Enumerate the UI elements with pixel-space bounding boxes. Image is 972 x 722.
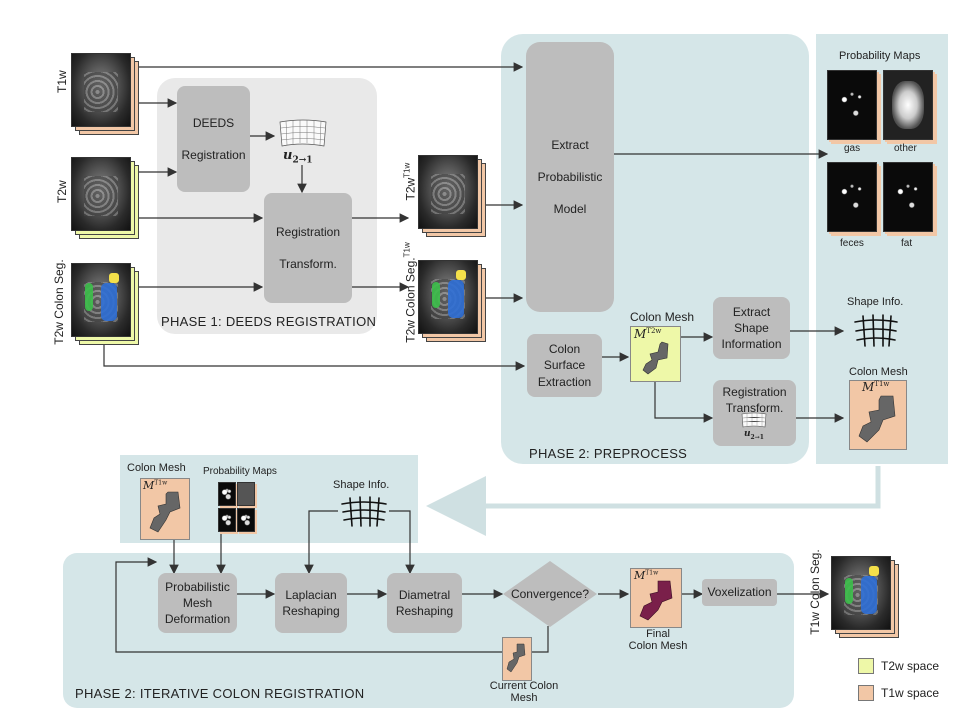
extract-shape-information-box: Extract Shape Information bbox=[713, 297, 790, 359]
convergence-diamond bbox=[503, 561, 597, 627]
probability-maps-title: Probability Maps bbox=[839, 50, 921, 62]
legend-t2w-swatch bbox=[858, 658, 874, 674]
registration-transform-2-box: Registration Transform. bbox=[713, 380, 796, 446]
seg-registered-image bbox=[418, 260, 486, 342]
phase3-prob-map-1 bbox=[218, 482, 236, 506]
deformation-field-icon bbox=[279, 119, 327, 147]
phase3-shape-info-icon bbox=[341, 496, 387, 527]
legend-t1w-label: T1w space bbox=[881, 686, 940, 700]
phase3-probability-maps-title: Probability Maps bbox=[203, 466, 277, 477]
u-2to1-label: u2→1 bbox=[283, 148, 313, 166]
colon-mesh-t1w-symbol: MT1w bbox=[862, 380, 890, 394]
other-prob-map bbox=[883, 70, 933, 140]
phase2-preprocess-title: PHASE 2: PREPROCESS bbox=[529, 446, 688, 461]
colon-mesh-t1w-title: Colon Mesh bbox=[849, 366, 908, 378]
colon-mesh-t2w-title: Colon Mesh bbox=[630, 310, 695, 324]
laplacian-reshaping-box: Laplacian Reshaping bbox=[275, 573, 347, 633]
t2w-registered-image bbox=[418, 155, 486, 237]
legend-t1w-swatch bbox=[858, 685, 874, 701]
shape-info-title: Shape Info. bbox=[847, 296, 904, 308]
colon-mesh-t2w-symbol: MT2w bbox=[634, 327, 662, 341]
other-label: other bbox=[894, 143, 917, 154]
current-colon-mesh-shape bbox=[506, 643, 526, 673]
probabilistic-mesh-deformation-box: Probabilistic Mesh Deformation bbox=[158, 573, 237, 633]
colon-mesh-t1w-shape bbox=[858, 395, 896, 443]
phase3-prob-map-4 bbox=[237, 508, 255, 532]
output-seg-image bbox=[831, 556, 899, 638]
phase3-shape-info-title: Shape Info. bbox=[333, 479, 390, 491]
final-colon-mesh-shape bbox=[639, 580, 673, 621]
extract-probabilistic-model-box: Extract Probabilistic Model bbox=[526, 42, 614, 312]
feces-prob-map bbox=[827, 162, 877, 232]
deeds-registration-box: DEEDS Registration bbox=[177, 86, 250, 192]
final-colon-mesh-label: Final Colon Mesh bbox=[628, 628, 688, 652]
convergence-label: Convergence? bbox=[510, 587, 590, 601]
phase3-colon-mesh-title: Colon Mesh bbox=[127, 462, 186, 474]
seg-input-image bbox=[71, 263, 139, 345]
phase3-colon-mesh-shape bbox=[149, 491, 181, 533]
t2w-input-image bbox=[71, 157, 139, 239]
phase3-prob-map-3 bbox=[218, 508, 236, 532]
deformation-field-small-icon bbox=[741, 412, 767, 428]
phase1-title: PHASE 1: DEEDS REGISTRATION bbox=[161, 314, 377, 329]
gas-prob-map bbox=[827, 70, 877, 140]
gas-label: gas bbox=[844, 143, 861, 154]
fat-label: fat bbox=[901, 238, 913, 249]
colon-mesh-t2w-shape bbox=[642, 341, 669, 375]
registration-transform-2-label: Registration Transform. bbox=[722, 385, 787, 416]
phase3-colon-mesh-symbol: MT1w bbox=[143, 479, 168, 492]
t1w-input-image bbox=[71, 53, 139, 135]
current-colon-mesh-label: Current Colon Mesh bbox=[489, 680, 559, 704]
feces-label: feces bbox=[840, 238, 864, 249]
legend-t2w-label: T2w space bbox=[881, 659, 940, 673]
legend: T2w space T1w space bbox=[850, 650, 950, 710]
phase3-prob-map-2 bbox=[237, 482, 255, 506]
phase3-title: PHASE 2: ITERATIVE COLON REGISTRATION bbox=[75, 686, 365, 701]
final-colon-mesh-symbol: MT1w bbox=[634, 569, 659, 582]
fat-prob-map bbox=[883, 162, 933, 232]
voxelization-box: Voxelization bbox=[702, 579, 777, 606]
colon-surface-extraction-box: Colon Surface Extraction bbox=[527, 334, 602, 397]
registration-transform-box: Registration Transform. bbox=[264, 193, 352, 303]
u-2to1-small-label: u2→1 bbox=[744, 429, 764, 441]
shape-info-icon bbox=[854, 314, 898, 347]
diametral-reshaping-box: Diametral Reshaping bbox=[387, 573, 462, 633]
